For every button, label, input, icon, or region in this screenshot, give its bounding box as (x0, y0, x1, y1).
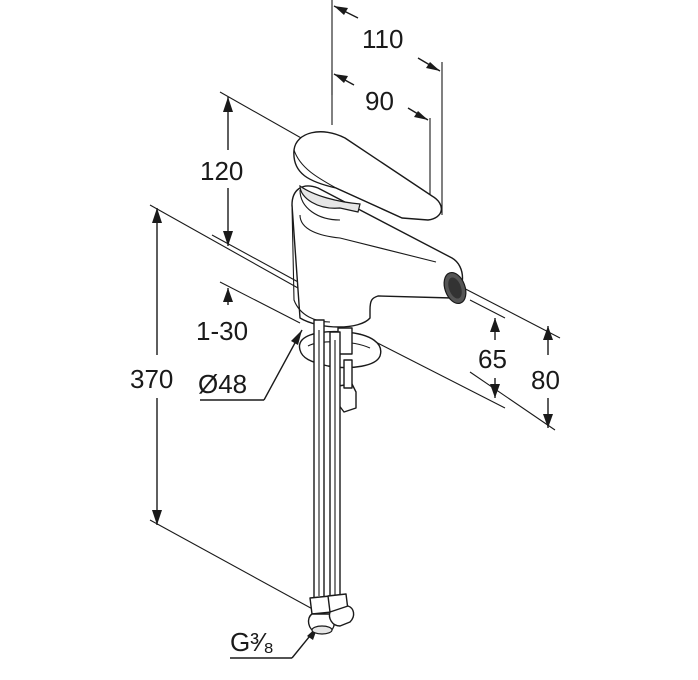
dim-diameter-48: Ø48 (198, 369, 247, 399)
dim-1-30: 1-30 (196, 316, 248, 346)
dim-thread: G³⁄₈ (230, 627, 274, 657)
dim-110: 110 (362, 24, 403, 54)
lever-top (293, 131, 442, 221)
faucet (291, 131, 467, 635)
dim-120: 120 (200, 156, 243, 186)
dimension-lines (149, 0, 561, 659)
dim-370: 370 (130, 364, 173, 394)
dim-90: 90 (365, 86, 394, 116)
dimension-labels: 110 90 120 370 1-30 Ø48 65 80 G³⁄₈ (130, 24, 560, 657)
dim-80: 80 (531, 365, 560, 395)
faucet-body (291, 185, 464, 328)
dim-65: 65 (478, 344, 507, 374)
